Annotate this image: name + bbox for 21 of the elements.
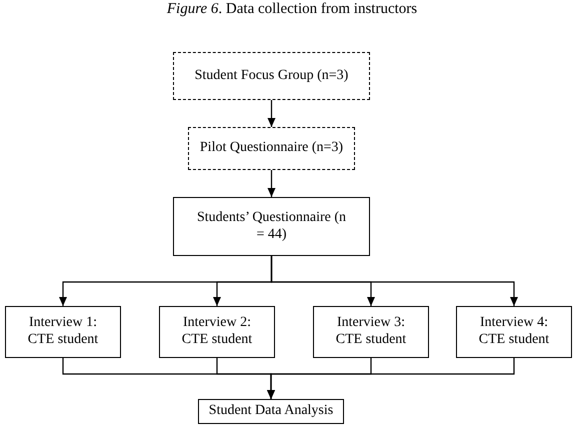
process-box	[188, 127, 355, 170]
box-label: Student Focus Group (n=3)	[194, 68, 348, 84]
process-box	[173, 52, 370, 100]
arrow	[270, 256, 518, 306]
arrow	[267, 358, 515, 399]
box-label: Students’ Questionnaire (n = 44)	[196, 210, 346, 244]
box-label: Pilot Questionnaire (n=3)	[200, 140, 344, 157]
box-label: Student Data Analysis	[208, 403, 334, 420]
process-box	[173, 197, 370, 256]
process-box	[198, 399, 344, 424]
process-box	[456, 306, 572, 358]
box-label: Interview 1: CTE student	[26, 315, 100, 349]
figure-title: Figure 6. Data collection from instructors	[166, 1, 418, 18]
arrow	[268, 170, 276, 197]
box-label: Interview 3: CTE student	[334, 315, 408, 349]
box-label: Interview 2: CTE student	[180, 315, 254, 349]
box-label: Interview 4: CTE student	[478, 315, 550, 349]
process-box	[5, 306, 121, 358]
process-box	[159, 306, 275, 358]
process-box	[313, 306, 429, 358]
arrow	[268, 100, 276, 127]
